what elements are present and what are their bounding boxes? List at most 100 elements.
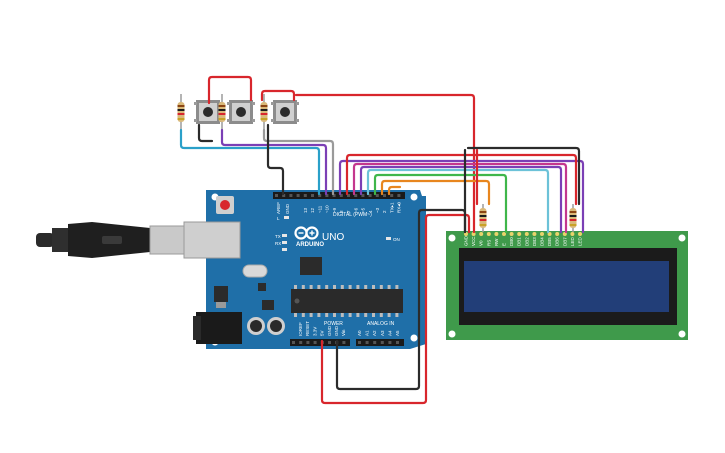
resistor[interactable] [479,204,487,232]
lcd-pin-label: DB0 [509,237,514,246]
lcd-pin-label: RS [486,240,491,246]
lcd-pin-label: E [502,243,507,246]
power-label: POWER [324,321,343,327]
wire[interactable] [197,123,214,143]
wire[interactable] [179,128,321,196]
lcd-pin-label: DB1 [517,237,522,246]
lcd-pin-label: DB4 [540,237,545,246]
lcd-pin-pad[interactable] [532,232,537,236]
arduino-logo [294,226,319,240]
analog-pin-label: A2 [372,330,377,336]
digital-pin-label: 13 [303,207,308,213]
wire[interactable] [294,93,476,234]
wire[interactable] [220,128,328,196]
power-pin-label: RESET [305,321,310,336]
resistor[interactable] [569,204,577,232]
digital-pin-label: ~3 [375,207,380,213]
push-button[interactable] [271,100,299,124]
arduino-model-label: UNO [322,232,344,243]
analog-pin-label: A1 [365,330,370,336]
wire[interactable] [366,168,550,234]
digital-pin-label: 7 [346,210,351,213]
lcd-pin-pad[interactable] [555,232,560,236]
wire[interactable] [335,208,467,391]
lcd-pin-label: RW [494,238,499,246]
lcd-pin-pad[interactable] [517,232,522,236]
resistor[interactable] [177,94,185,130]
lcd-pin-pad[interactable] [494,232,499,236]
on-led-label: ON [393,237,400,242]
push-button[interactable] [227,100,255,124]
lcd-pin-label: VCC [471,236,476,246]
lcd-pin-pad[interactable] [502,232,506,236]
digital-pin-label: ~5 [361,207,366,213]
resistor[interactable] [260,94,268,130]
digital-header [273,192,405,199]
digital-pin-label: 4 [368,210,373,213]
atmega-chip [291,289,403,313]
digital-pin-label: TX▸1 [389,202,394,213]
wire[interactable] [352,162,568,234]
power-jack [193,312,242,344]
l-led-label: L [277,216,280,221]
lcd-pin-pad[interactable] [578,232,582,236]
resistor[interactable] [218,94,226,130]
wire[interactable] [207,75,253,105]
wire[interactable] [262,128,335,196]
push-button[interactable] [194,100,222,124]
digital-pin-label: RX◂0 [397,201,402,213]
lcd-pin-pad[interactable] [471,232,476,236]
wire[interactable] [345,153,578,206]
power-pin-label: GND [327,325,332,336]
lcd-pin-pad[interactable] [540,232,544,236]
lcd-pin-label: LED [570,236,575,246]
analog-pin-label: A5 [395,330,400,336]
tx-led-label: TX [275,234,281,239]
analog-pin-label: A4 [387,330,392,336]
lcd-pin-pad[interactable] [479,232,484,236]
wire[interactable] [266,123,285,196]
wire[interactable] [466,146,581,206]
power-pin-label: 3.3V [312,327,317,336]
wire[interactable] [260,89,296,102]
digital-pin-label: ~11 [317,205,322,213]
digital-pin-label: 12 [310,207,315,213]
lcd-pin-pad[interactable] [509,232,514,236]
aref-label: AREF [276,202,281,214]
wire[interactable] [338,159,585,234]
lcd-pin-label: V0 [479,240,484,246]
wire[interactable] [359,165,563,234]
analog-label: ANALOG IN [367,321,395,327]
lcd-pin-label: DB5 [547,237,552,246]
power-pin-label: Vin [341,329,346,336]
arduino-brand-label: ARDUINO [296,242,324,248]
power-pin-label: IOREF [298,322,303,336]
digital-pin-label: ~9 [332,207,337,213]
rx-led-label: RX [275,241,281,246]
analog-header [356,339,404,346]
wire[interactable] [387,185,402,196]
power-pin-label: 5V [320,330,325,336]
lcd-pin-pad[interactable] [570,232,575,236]
gnd-label: GND [285,203,290,214]
digital-header-label: DIGITAL (PWM~) [333,212,372,218]
analog-pin-label: A0 [357,330,362,336]
digital-pin-label: ~10 [325,205,330,213]
power-pin-label: GND [334,325,339,336]
lcd-screen [464,261,669,312]
lcd-pin-pad[interactable] [486,232,491,236]
lcd-pin-pad[interactable] [524,232,529,236]
power-header [290,339,350,346]
lcd-pin-label: DB3 [532,237,537,246]
wire[interactable] [380,179,491,206]
lcd-pin-pad[interactable] [547,232,552,236]
digital-pin-label: 2 [382,210,387,213]
lcd-pin-label: LED [578,236,583,246]
digital-pin-label: 8 [339,210,344,213]
wire[interactable] [320,213,471,405]
lcd-pin-label: DB6 [555,237,560,246]
wire[interactable] [373,173,508,234]
